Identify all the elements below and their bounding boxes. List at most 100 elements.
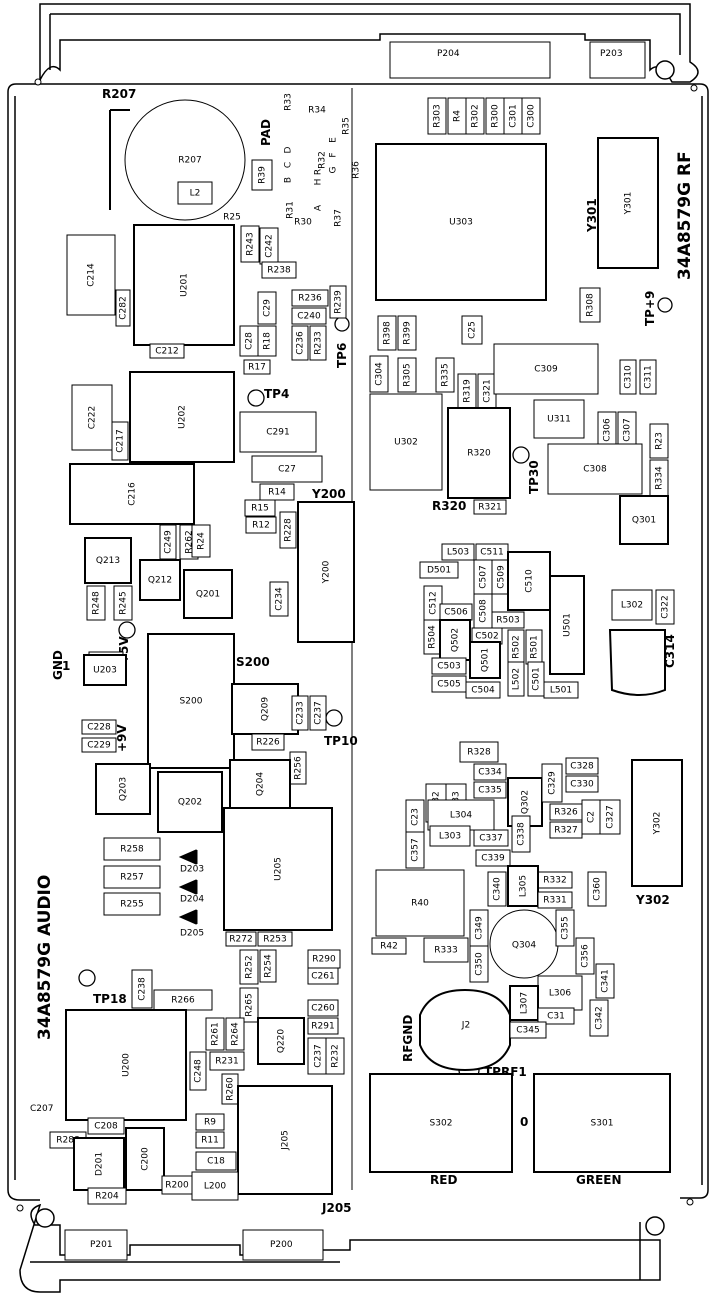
component-label-pinh: H xyxy=(314,179,324,186)
component-c504: C504 xyxy=(465,681,501,699)
component-label-y302: Y302 xyxy=(653,812,663,836)
component-label-q212: Q212 xyxy=(148,576,172,586)
component-l303: L303 xyxy=(429,825,471,847)
component-r254: R254 xyxy=(259,949,277,983)
tp9-pad xyxy=(657,297,673,313)
component-c236: C236 xyxy=(291,325,309,361)
component-label-pine: E xyxy=(329,137,339,143)
component-c335: C335 xyxy=(473,781,507,799)
component-label-c322: C322 xyxy=(661,595,671,618)
component-body-c339 xyxy=(475,849,511,867)
component-label-u205: U205 xyxy=(274,857,284,881)
component-label-s200: S200 xyxy=(180,697,203,707)
component-label-l307: L307 xyxy=(520,992,530,1014)
component-label-c249: C249 xyxy=(164,530,174,554)
component-body-c233 xyxy=(291,695,309,731)
component-r321: R321 xyxy=(473,499,507,515)
component-c506: C506 xyxy=(439,603,473,621)
component-r23: R23 xyxy=(649,423,669,459)
component-j205: J205 xyxy=(237,1085,333,1195)
component-c508: C508 xyxy=(473,593,493,629)
component-label-c304: C304 xyxy=(375,362,385,386)
component-body-r335 xyxy=(435,357,455,393)
component-label-q304: Q304 xyxy=(512,941,537,951)
component-u200: U200 xyxy=(65,1009,187,1121)
component-label-c2: C2 xyxy=(587,811,597,823)
plus5v-pad xyxy=(118,621,136,639)
component-r328: R328 xyxy=(459,741,499,763)
component-r233: R233 xyxy=(309,325,327,361)
component-c327: C327 xyxy=(599,799,621,835)
component-r504: R504 xyxy=(423,619,441,655)
component-body-c330 xyxy=(565,775,599,793)
component-q502: Q502 xyxy=(439,619,471,661)
component-c510: C510 xyxy=(507,551,551,611)
component-c311: C311 xyxy=(639,359,657,395)
component-label-r39: R39 xyxy=(258,166,268,184)
component-r253: R253 xyxy=(257,931,293,947)
component-u501: U501 xyxy=(549,575,585,675)
component-body-r231 xyxy=(209,1051,245,1071)
component-label-c357: C357 xyxy=(411,838,421,861)
component-label-c306: C306 xyxy=(603,418,613,442)
component-label-c507: C507 xyxy=(479,565,489,588)
component-label-q220: Q220 xyxy=(277,1029,287,1054)
component-label-q302: Q302 xyxy=(521,790,531,814)
component-body-r228 xyxy=(279,511,297,549)
component-c329: C329 xyxy=(541,763,563,803)
component-label-r252: R252 xyxy=(245,955,255,978)
component-q202: Q202 xyxy=(157,771,223,833)
component-r256: R256 xyxy=(289,751,307,785)
component-label-c335: C335 xyxy=(478,786,501,796)
component-q220: Q220 xyxy=(257,1017,305,1065)
component-q301: Q301 xyxy=(619,495,669,545)
component-label-r256: R256 xyxy=(294,756,304,780)
component-label-c504: C504 xyxy=(471,686,495,696)
component-c304: C304 xyxy=(369,355,389,393)
component-label-q202: Q202 xyxy=(178,798,202,808)
component-label-r260: R260 xyxy=(226,1077,236,1101)
component-body-u203 xyxy=(83,654,127,686)
component-body-q203 xyxy=(95,763,151,815)
component-label-c327: C327 xyxy=(606,805,616,828)
component-c25: C25 xyxy=(461,315,483,345)
tp4-pad xyxy=(247,389,265,407)
component-l304: L304 xyxy=(427,799,495,831)
component-label-l302: L302 xyxy=(621,601,643,611)
component-label-q502: Q502 xyxy=(451,628,461,652)
component-label-r332: R332 xyxy=(543,876,566,886)
component-r272: R272 xyxy=(225,931,257,947)
component-label-q201: Q201 xyxy=(196,590,220,600)
connector-p201: P201 xyxy=(64,1229,128,1261)
component-r25: R25 xyxy=(223,213,241,223)
component-body-l302 xyxy=(611,589,653,621)
tp30-pad xyxy=(512,446,530,464)
component-label-d201: D201 xyxy=(95,1152,105,1176)
component-r258: R258 xyxy=(103,837,161,861)
component-label-c310: C310 xyxy=(624,365,634,389)
component-body-r17 xyxy=(243,359,271,375)
component-label-c229: C229 xyxy=(87,741,111,751)
component-body-c501 xyxy=(527,661,545,697)
component-body-r42 xyxy=(371,937,407,955)
component-q204: Q204 xyxy=(229,759,291,809)
component-c355: C355 xyxy=(555,909,575,947)
component-r37: R37 xyxy=(334,209,344,227)
component-body-c200 xyxy=(125,1127,165,1191)
component-r335: R335 xyxy=(435,357,455,393)
component-c339: C339 xyxy=(475,849,511,867)
component-c306: C306 xyxy=(597,411,617,449)
c314-capacitor xyxy=(608,629,666,696)
tp18-pad xyxy=(78,969,96,987)
component-label-r326: R326 xyxy=(554,808,578,818)
component-c222: C222 xyxy=(71,384,113,451)
component-c216: C216 xyxy=(69,463,195,525)
component-u311: U311 xyxy=(533,399,585,439)
component-label-c222: C222 xyxy=(88,406,98,429)
component-label-c238: C238 xyxy=(138,977,148,1001)
component-body-u311 xyxy=(533,399,585,439)
component-r9: R9 xyxy=(195,1113,225,1131)
component-label-c29: C29 xyxy=(263,299,273,317)
component-body-l2 xyxy=(177,181,213,205)
component-c342: C342 xyxy=(589,999,609,1037)
